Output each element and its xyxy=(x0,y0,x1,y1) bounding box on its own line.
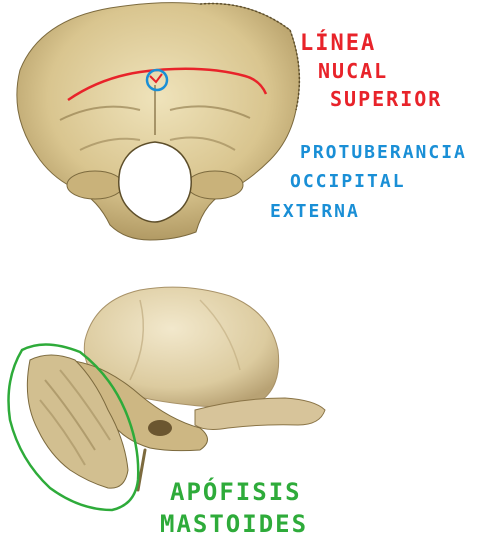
label-superior: SUPERIOR xyxy=(330,87,442,111)
superior-nuchal-line-mark xyxy=(67,67,268,102)
occipital-bone xyxy=(16,2,301,241)
label-nucal: NUCAL xyxy=(318,59,388,83)
label-apofisis: APÓFISIS xyxy=(170,476,302,506)
protuberance-circle-mark xyxy=(145,68,169,92)
zygomatic-process xyxy=(194,397,326,430)
label-mastoides: MASTOIDES xyxy=(160,510,308,538)
temporal-bone xyxy=(26,286,326,492)
mastoid-circle-mark xyxy=(7,343,140,512)
label-protuberancia: PROTUBERANCIA xyxy=(300,142,467,163)
acoustic-meatus xyxy=(148,420,172,436)
label-externa: EXTERNA xyxy=(270,201,360,222)
foramen-magnum xyxy=(118,141,192,223)
label-linea: LÍNEA xyxy=(300,30,376,56)
label-occipital: OCCIPITAL xyxy=(290,171,406,192)
